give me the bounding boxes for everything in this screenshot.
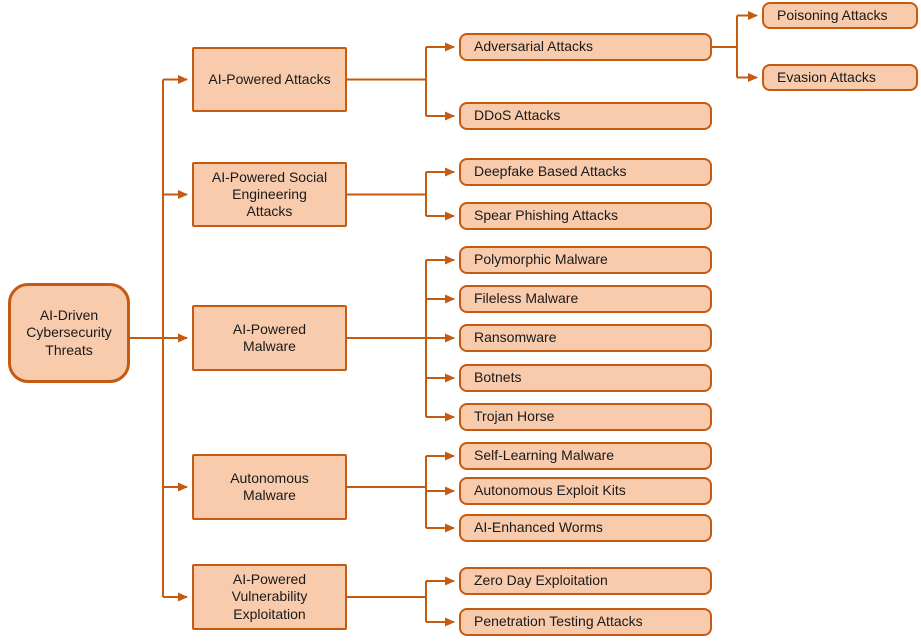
node-ai-enhanced-worms: AI-Enhanced Worms (459, 514, 712, 542)
node-fileless-malware: Fileless Malware (459, 285, 712, 313)
node-autonomous-exploit-kits: Autonomous Exploit Kits (459, 477, 712, 505)
node-ai-driven-cybersecurity-threats: AI-Driven Cybersecurity Threats (8, 283, 130, 383)
node-zero-day-exploitation: Zero Day Exploitation (459, 567, 712, 595)
node-self-learning-malware: Self-Learning Malware (459, 442, 712, 470)
node-trojan-horse: Trojan Horse (459, 403, 712, 431)
node-botnets: Botnets (459, 364, 712, 392)
node-evasion-attacks: Evasion Attacks (762, 64, 918, 91)
node-adversarial-attacks: Adversarial Attacks (459, 33, 712, 61)
node-ransomware: Ransomware (459, 324, 712, 352)
node-polymorphic-malware: Polymorphic Malware (459, 246, 712, 274)
node-ai-powered-attacks: AI-Powered Attacks (192, 47, 347, 112)
node-ai-powered-social-engineering-attacks: AI-Powered Social Engineering Attacks (192, 162, 347, 227)
node-poisoning-attacks: Poisoning Attacks (762, 2, 918, 29)
node-ai-powered-malware: AI-Powered Malware (192, 305, 347, 371)
node-spear-phishing-attacks: Spear Phishing Attacks (459, 202, 712, 230)
node-ai-powered-vulnerability-exploitation: AI-Powered Vulnerability Exploitation (192, 564, 347, 630)
node-penetration-testing-attacks: Penetration Testing Attacks (459, 608, 712, 636)
node-deepfake-based-attacks: Deepfake Based Attacks (459, 158, 712, 186)
node-autonomous-malware: Autonomous Malware (192, 454, 347, 520)
node-ddos-attacks: DDoS Attacks (459, 102, 712, 130)
